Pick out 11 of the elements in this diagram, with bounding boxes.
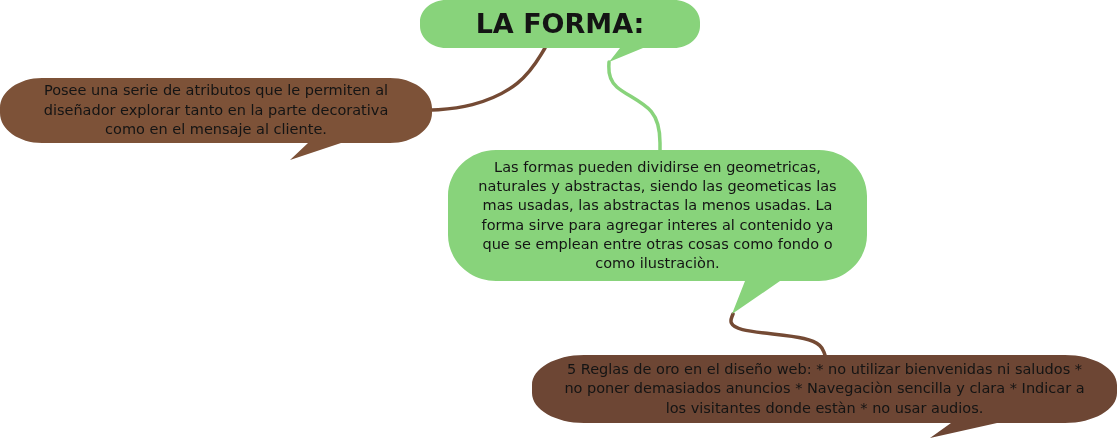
speech-bubble [420, 0, 700, 62]
speech-bubble [532, 355, 1117, 438]
bubble-text: Las formas pueden dividirse en geometricas, naturales y abstractas, siendo las geometicas las mas usadas, las abstractas la menos usadas. La forma sirve para agregar interes al contenido ya que se emplean entre otras cosas como fondo o como ilustraciòn. [477, 157, 838, 274]
heading-text: LA FORMA: [475, 7, 645, 41]
connector-line [729, 312, 827, 357]
speech-bubble [448, 150, 867, 314]
connector-line [430, 46, 547, 112]
connector-line [607, 60, 662, 152]
bubble-text: 5 Reglas de oro en el diseño web: * no utilizar bienvenidas ni saludos * no poner demasiados anuncios * Navegaciòn sencilla y clara * Indicar a los visitantes donde estàn * no usar audios. [563, 359, 1086, 418]
bubble-text: Posee una serie de atributos que le permiten al diseñador explorar tanto en la parte decorativa como en el mensaje al cliente. [42, 81, 390, 140]
speech-bubble [0, 78, 432, 160]
